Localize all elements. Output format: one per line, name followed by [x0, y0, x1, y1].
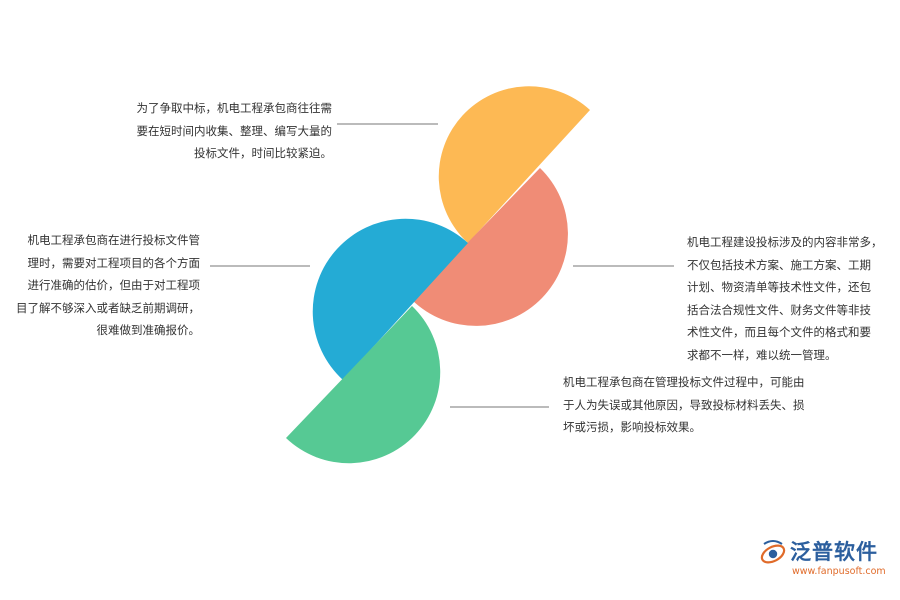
note-bottom-right: 机电工程承包商在管理投标文件过程中，可能由 于人为失误或其他原因，导致投标材料丢…	[563, 375, 805, 434]
note-middle-right: 机电工程建设投标涉及的内容非常多， 不仅包括技术方案、施工方案、工期 计划、物资…	[687, 235, 883, 362]
half-circle-yellow	[438, 86, 590, 243]
half-circle-salmon	[412, 168, 568, 326]
half-circle-blue	[312, 218, 468, 380]
brand-logo: 泛普软件 www.fanpusoft.com	[758, 536, 888, 582]
logo-url: www.fanpusoft.com	[792, 566, 886, 577]
fanpu-logo-icon	[760, 540, 786, 564]
half-circle-green	[286, 306, 441, 464]
note-top-left: 为了争取中标，机电工程承包商往往需 要在短时间内收集、整理、编写大量的 投标文件…	[136, 101, 333, 160]
note-middle-left: 机电工程承包商在进行投标文件管 理时，需要对工程项目的各个方面 进行准确的估价，…	[16, 233, 200, 337]
logo-name: 泛普软件	[790, 540, 878, 564]
